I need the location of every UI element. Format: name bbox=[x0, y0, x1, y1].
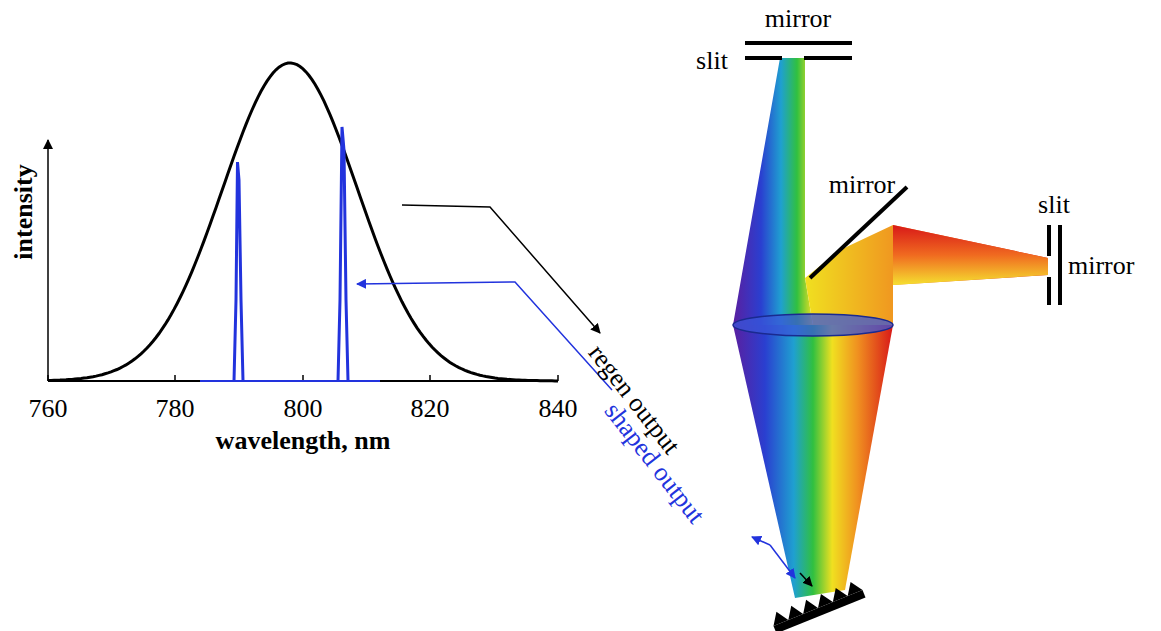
tick-label: 840 bbox=[539, 396, 578, 422]
part-label: mirror bbox=[829, 172, 895, 198]
axis-title: intensity bbox=[11, 164, 37, 259]
tick-label: 820 bbox=[411, 396, 450, 422]
tick-label: 760 bbox=[29, 396, 68, 422]
axis-title: wavelength, nm bbox=[216, 428, 391, 454]
tick-label: 780 bbox=[156, 396, 195, 422]
part-label: mirror bbox=[765, 6, 831, 32]
tick-label: 800 bbox=[284, 396, 323, 422]
part-label: slit bbox=[696, 48, 728, 74]
part-label: slit bbox=[1038, 192, 1070, 218]
part-label: mirror bbox=[1068, 253, 1134, 279]
